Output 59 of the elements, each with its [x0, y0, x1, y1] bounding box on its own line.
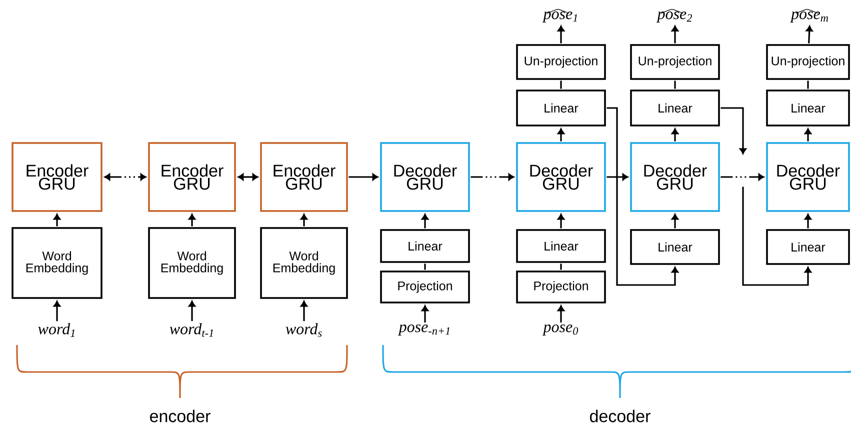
arrow [422, 305, 429, 323]
arrow [558, 26, 565, 44]
arrow [188, 300, 196, 322]
arrow [54, 214, 61, 226]
arrow [188, 214, 196, 226]
arrow [806, 26, 813, 44]
linear-box: Linear [766, 90, 850, 126]
input-label: pose$_{-n+1}$ [398, 324, 450, 336]
arrow [300, 214, 308, 226]
linear-box: Linear [766, 229, 850, 265]
embedding-box: Word Embedding [148, 227, 236, 299]
arrow [558, 128, 565, 142]
linear-box: Linear [380, 229, 470, 263]
arrow [742, 186, 812, 286]
output-label: pose$_{m}$ [790, 9, 828, 22]
arrow [606, 173, 628, 180]
arrow [720, 107, 747, 154]
linear-box: Linear [630, 229, 720, 265]
gru-box: Decoder GRU [766, 142, 850, 212]
arrow [54, 300, 61, 322]
arrow [606, 107, 678, 286]
gru-box: Decoder GRU [630, 142, 720, 212]
arrow [300, 300, 308, 322]
linear-box: Linear [630, 90, 720, 126]
embedding-box: Word Embedding [260, 227, 348, 299]
input-label: pose$_{0}$ [542, 324, 578, 336]
arrow [804, 128, 812, 142]
arrow [422, 214, 429, 228]
projection-box: Projection [380, 270, 470, 304]
unprojection-box: Un-projection [766, 44, 850, 80]
arrow [104, 173, 146, 180]
group-label: encoder [150, 410, 210, 422]
input-label: word$_{1}$ [38, 323, 74, 337]
projection-box: Projection [516, 270, 606, 304]
gru-box: Encoder GRU [148, 142, 236, 212]
linear-box: Linear [516, 90, 606, 126]
arrow [470, 173, 514, 180]
linear-box: Linear [516, 229, 606, 263]
arrow [558, 214, 565, 228]
input-label: word$_{t-1}$ [170, 323, 213, 337]
gru-box: Encoder GRU [260, 142, 348, 212]
input-label: word$_{s}$ [286, 323, 322, 337]
arrow [804, 214, 812, 228]
gru-box: Decoder GRU [516, 142, 606, 212]
arrow [238, 173, 258, 180]
arrow [672, 26, 678, 44]
group-label: decoder [590, 410, 650, 422]
output-label: pose$_{1}$ [542, 9, 577, 22]
embedding-box: Word Embedding [12, 227, 102, 299]
unprojection-box: Un-projection [630, 44, 720, 80]
gru-box: Decoder GRU [380, 142, 470, 212]
arrow [672, 128, 678, 142]
arrow [348, 173, 378, 180]
gru-box: Encoder GRU [12, 142, 102, 212]
unprojection-box: Un-projection [516, 44, 606, 80]
arrow [672, 214, 678, 228]
arrow [720, 173, 764, 180]
arrow [558, 305, 565, 323]
output-label: pose$_{2}$ [656, 9, 692, 22]
